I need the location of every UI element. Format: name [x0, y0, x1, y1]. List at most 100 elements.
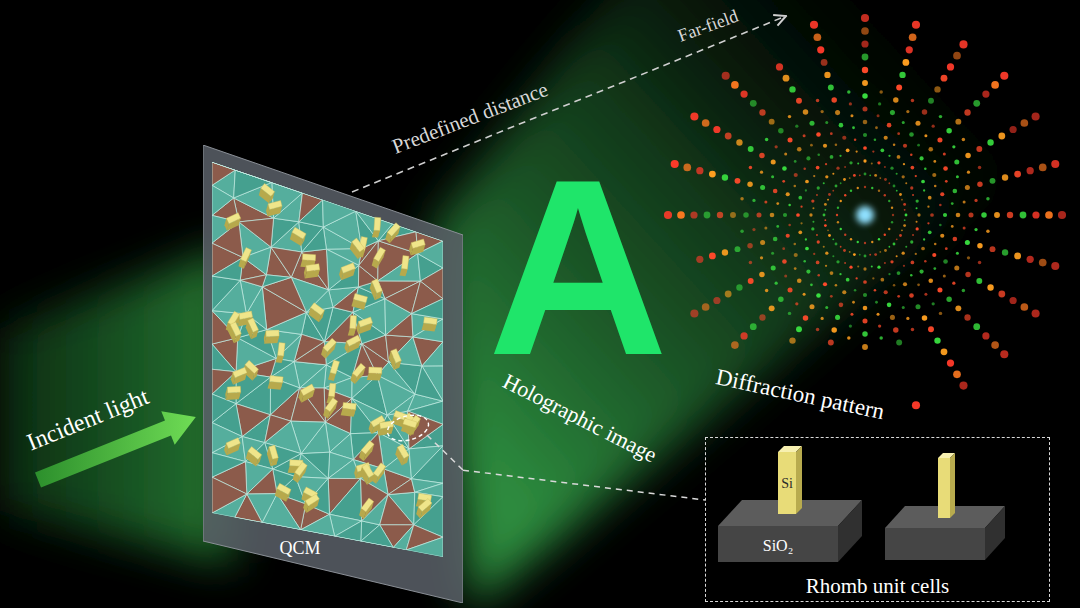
diffraction-spot — [864, 173, 867, 176]
diffraction-spot — [863, 146, 867, 150]
diffraction-spot — [890, 260, 893, 263]
diffraction-spot — [927, 206, 929, 208]
diffraction-spot — [1045, 211, 1053, 219]
diffraction-spot — [928, 326, 934, 332]
diffraction-spot — [823, 246, 825, 248]
diffraction-spot — [850, 238, 852, 240]
diffraction-spot — [760, 256, 763, 259]
diffraction-spot — [915, 175, 917, 177]
diffraction-spot — [1000, 350, 1008, 358]
diffraction-spot — [850, 313, 853, 316]
diffraction-spot — [952, 145, 955, 148]
diffraction-spot — [862, 344, 868, 350]
diffraction-spot — [821, 317, 824, 320]
diffraction-spot — [930, 213, 934, 217]
diffraction-spot — [965, 272, 970, 277]
diffraction-spot — [778, 128, 783, 133]
diffraction-spot — [831, 327, 836, 332]
diffraction-spot — [842, 290, 846, 294]
diffraction-spot — [782, 259, 787, 264]
diffraction-spot — [795, 302, 798, 305]
diffraction-spot — [934, 185, 937, 188]
diffraction-spot — [991, 341, 999, 349]
diffraction-spot — [683, 164, 691, 172]
diffraction-spot — [924, 134, 927, 137]
diffraction-spot — [924, 167, 927, 170]
diffraction-spot — [730, 212, 736, 218]
diffraction-spot — [917, 144, 920, 147]
diffraction-spot — [921, 247, 925, 251]
diffraction-spot — [919, 156, 923, 160]
diffraction-spot — [945, 180, 948, 183]
diffraction-spot — [805, 180, 809, 184]
diffraction-spot — [806, 269, 810, 273]
diffraction-spot — [932, 302, 935, 305]
diffraction-spot — [905, 182, 907, 184]
diffraction-spot — [849, 251, 851, 253]
diffraction-spot — [794, 253, 798, 257]
diffraction-spot — [899, 72, 905, 78]
diffraction-spot — [778, 296, 783, 301]
diffraction-spot — [825, 175, 828, 178]
leader-line — [463, 470, 705, 500]
diffraction-spot — [872, 150, 874, 152]
diffraction-spot — [912, 234, 914, 236]
diffraction-spot — [813, 175, 815, 177]
diffraction-spot — [893, 185, 896, 188]
diffraction-spot — [888, 273, 890, 275]
diffraction-spot — [776, 202, 779, 205]
diffraction-spot — [940, 192, 944, 196]
diffraction-spot — [871, 241, 873, 243]
diffraction-spot — [843, 178, 846, 181]
diffraction-spot — [978, 166, 981, 169]
diffraction-spot — [835, 110, 840, 115]
diffraction-spot — [906, 110, 909, 113]
diffraction-spot — [1021, 303, 1029, 311]
diffraction-spot — [840, 246, 842, 248]
central-spot — [856, 206, 874, 224]
diffraction-spot — [904, 219, 906, 221]
diffraction-spot — [927, 222, 929, 224]
diffraction-spot — [884, 249, 887, 252]
diffraction-spot — [879, 177, 881, 179]
diffraction-spot — [973, 100, 980, 107]
diffraction-spot — [760, 171, 763, 174]
diffraction-spot — [773, 189, 778, 194]
diffraction-spot — [788, 312, 791, 315]
diffraction-spot — [902, 252, 905, 255]
diffraction-spot — [896, 238, 898, 240]
diffraction-spot — [840, 228, 842, 230]
diffraction-spot — [939, 224, 942, 227]
diffraction-spot — [839, 123, 844, 128]
diffraction-spot — [941, 348, 948, 355]
diffraction-spot — [877, 161, 880, 164]
diffraction-spot — [978, 261, 981, 264]
diffraction-spot — [939, 312, 942, 315]
diffraction-spot — [888, 246, 890, 248]
metasurface-drawing — [203, 145, 463, 603]
diffraction-spot — [986, 197, 989, 200]
diffraction-spot — [696, 256, 703, 263]
diffraction-spot — [840, 182, 842, 184]
diffraction-spot — [856, 277, 858, 279]
diffraction-spot — [878, 324, 881, 327]
diffraction-spot — [934, 243, 937, 246]
diffraction-spot — [769, 119, 775, 125]
diffraction-spot — [835, 243, 838, 246]
diffraction-spot — [803, 293, 806, 296]
diffraction-spot — [740, 90, 747, 97]
diffraction-spot — [977, 181, 982, 186]
diffraction-spot — [959, 382, 967, 390]
diffraction-spot — [805, 247, 809, 251]
metasurface-panel: QCM — [203, 145, 463, 603]
diffraction-spot — [809, 121, 814, 126]
diffraction-spot — [962, 289, 965, 292]
diffraction-spot — [897, 132, 900, 135]
diffraction-spot — [937, 287, 942, 292]
diffraction-spot — [879, 336, 882, 339]
diffraction-spot — [928, 98, 934, 104]
diffraction-spot — [798, 196, 802, 200]
diffraction-spot — [943, 213, 947, 217]
diffraction-spot — [837, 207, 839, 209]
panel-label: QCM — [279, 538, 320, 559]
